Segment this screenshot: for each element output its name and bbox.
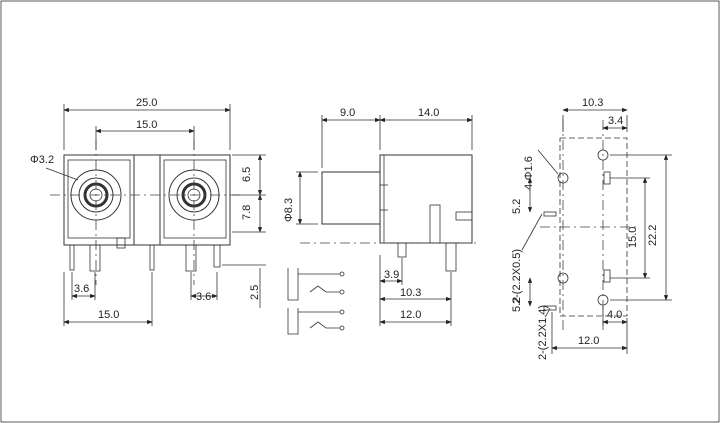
dim-front-depth: 9.0: [340, 107, 355, 119]
pcb-outline: [559, 137, 628, 317]
dim-overall-height: 22.2: [647, 225, 659, 246]
dim-hole-dia: Φ3.2: [30, 154, 54, 166]
side-view: 9.0 14.0 Φ8.3 3.9 10.3 12.0: [283, 107, 480, 335]
schematic-symbol: [287, 268, 345, 335]
dim-height-upper: 6.5: [241, 167, 253, 182]
dim-barrel-dia: Φ8.3: [283, 198, 295, 222]
mount-hole: [597, 294, 609, 306]
dim-pin-b: 10.3: [400, 287, 421, 299]
dim-pin-a: 3.9: [384, 269, 399, 281]
dim-mount-holes: 4-Φ1.6: [523, 156, 535, 190]
side-barrel: [321, 171, 381, 225]
slot: [543, 305, 557, 311]
slot: [543, 211, 557, 217]
dim-jack-spacing: 15.0: [136, 119, 157, 131]
dim-overall-width: 25.0: [136, 97, 157, 109]
dim-bottom-width: 12.0: [578, 335, 599, 347]
dim-hole-gap: 5.2: [511, 199, 523, 214]
dim-pin-spacing: 15.0: [98, 309, 119, 321]
mount-hole: [597, 149, 609, 161]
dim-height-lower: 7.8: [241, 205, 253, 220]
dim-slot-b: 2-(2.2X1.4): [537, 305, 549, 360]
mount-hole: [557, 172, 569, 184]
dim-pin-offset-right: 3.6: [196, 291, 211, 303]
dim-top-offset: 3.4: [608, 115, 623, 127]
dim-top-width: 10.3: [582, 97, 603, 109]
slot: [603, 171, 611, 185]
mount-hole: [557, 272, 569, 284]
dim-body-depth: 14.0: [418, 107, 439, 119]
pcb-layout-view: 10.3 3.4 4-Φ1.6 5.2 15.0 22.2 2-(2.2X0.5…: [511, 97, 672, 360]
dim-pin-length: 2.5: [249, 285, 261, 300]
front-body: [63, 154, 231, 246]
dim-hole-spacing: 15.0: [627, 227, 639, 248]
dim-bottom-offset: 4.0: [607, 309, 622, 321]
dim-gap-b: 5.2: [511, 297, 523, 312]
dim-slot-a: 2-(2.2X0.5): [511, 249, 523, 304]
front-view: 25.0 15.0 Φ3.2 6.5 7.8 2.5 3.6 3.6 15.0: [30, 97, 266, 326]
slot: [603, 269, 611, 283]
dim-pin-offset-left: 3.6: [74, 283, 89, 295]
dim-overall-depth: 12.0: [400, 309, 421, 321]
side-body: [379, 154, 473, 244]
